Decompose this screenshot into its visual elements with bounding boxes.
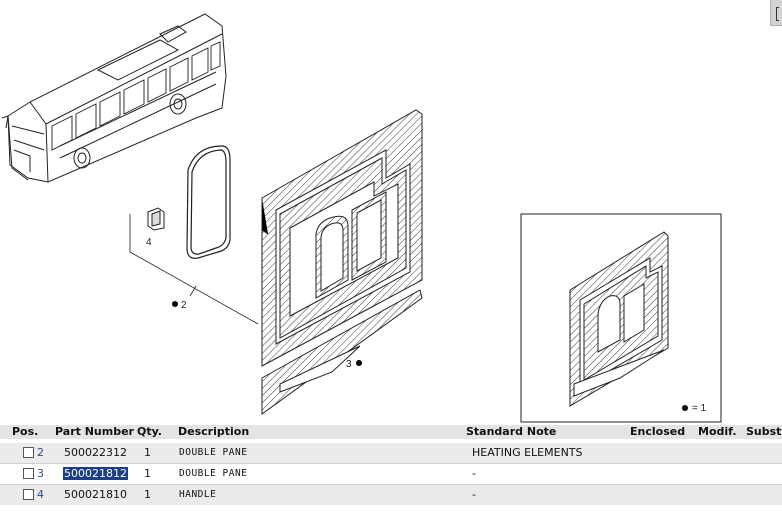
row-checkbox[interactable] <box>23 489 34 500</box>
pos-link[interactable]: 3 <box>37 467 44 480</box>
callout-3-dot <box>356 360 362 366</box>
table-row[interactable]: 4 500021810 1 HANDLE - <box>0 485 782 505</box>
description: HANDLE <box>179 489 217 500</box>
header-description[interactable]: Description <box>178 425 250 438</box>
header-pos[interactable]: Pos. <box>12 425 39 438</box>
exploded-parts-diagram: 4 2 3 <box>1 13 722 423</box>
double-pane-panel <box>261 109 423 367</box>
part-number: 500021810 <box>64 488 127 501</box>
row-checkbox[interactable] <box>23 468 34 479</box>
bracket-icon <box>776 7 779 21</box>
table-row[interactable]: 2 500022312 1 DOUBLE PANE HEATING ELEMEN… <box>0 443 782 463</box>
pos-link[interactable]: 4 <box>37 488 44 501</box>
description: DOUBLE PANE <box>179 447 248 458</box>
standard-note: - <box>472 467 476 480</box>
legend-dot <box>682 405 688 411</box>
table-header: Pos. Part Number Qty. Description Standa… <box>0 425 782 439</box>
lower-panel-strip <box>261 289 423 415</box>
part-number-selected: 500021812 <box>63 467 128 480</box>
inset-detail-box: = 1 <box>520 213 722 423</box>
header-standard-note[interactable]: Standard Note <box>466 425 557 438</box>
row-divider <box>0 463 782 464</box>
pos-link[interactable]: 2 <box>37 446 44 459</box>
bus-illustration <box>1 13 227 183</box>
part-number: 500022312 <box>64 446 127 459</box>
leader-lines <box>129 214 259 325</box>
header-modif[interactable]: Modif. <box>698 425 737 438</box>
qty: 1 <box>144 488 151 501</box>
qty: 1 <box>144 467 151 480</box>
handle-part-drawing <box>147 207 165 231</box>
window-glass-drawing <box>186 145 231 259</box>
header-part-number[interactable]: Part Number <box>55 425 134 438</box>
diagram-svg: 4 2 3 <box>1 13 722 423</box>
header-subst[interactable]: Subst <box>746 425 782 438</box>
callout-4: 4 <box>146 237 152 248</box>
row-checkbox[interactable] <box>23 447 34 458</box>
standard-note: HEATING ELEMENTS <box>472 446 583 459</box>
row-divider <box>0 484 782 485</box>
qty: 1 <box>144 446 151 459</box>
callout-3: 3 <box>346 359 352 370</box>
callout-2-dot <box>172 301 178 307</box>
header-enclosed[interactable]: Enclosed <box>630 425 686 438</box>
callout-2: 2 <box>181 300 187 311</box>
corner-toggle-button[interactable] <box>770 0 782 26</box>
legend-text: = 1 <box>692 403 707 414</box>
header-qty[interactable]: Qty. <box>137 425 162 438</box>
parts-table: Pos. Part Number Qty. Description Standa… <box>0 425 782 525</box>
description: DOUBLE PANE <box>179 468 248 479</box>
standard-note: - <box>472 488 476 501</box>
table-row[interactable]: 3 500021812 1 DOUBLE PANE - <box>0 464 782 484</box>
